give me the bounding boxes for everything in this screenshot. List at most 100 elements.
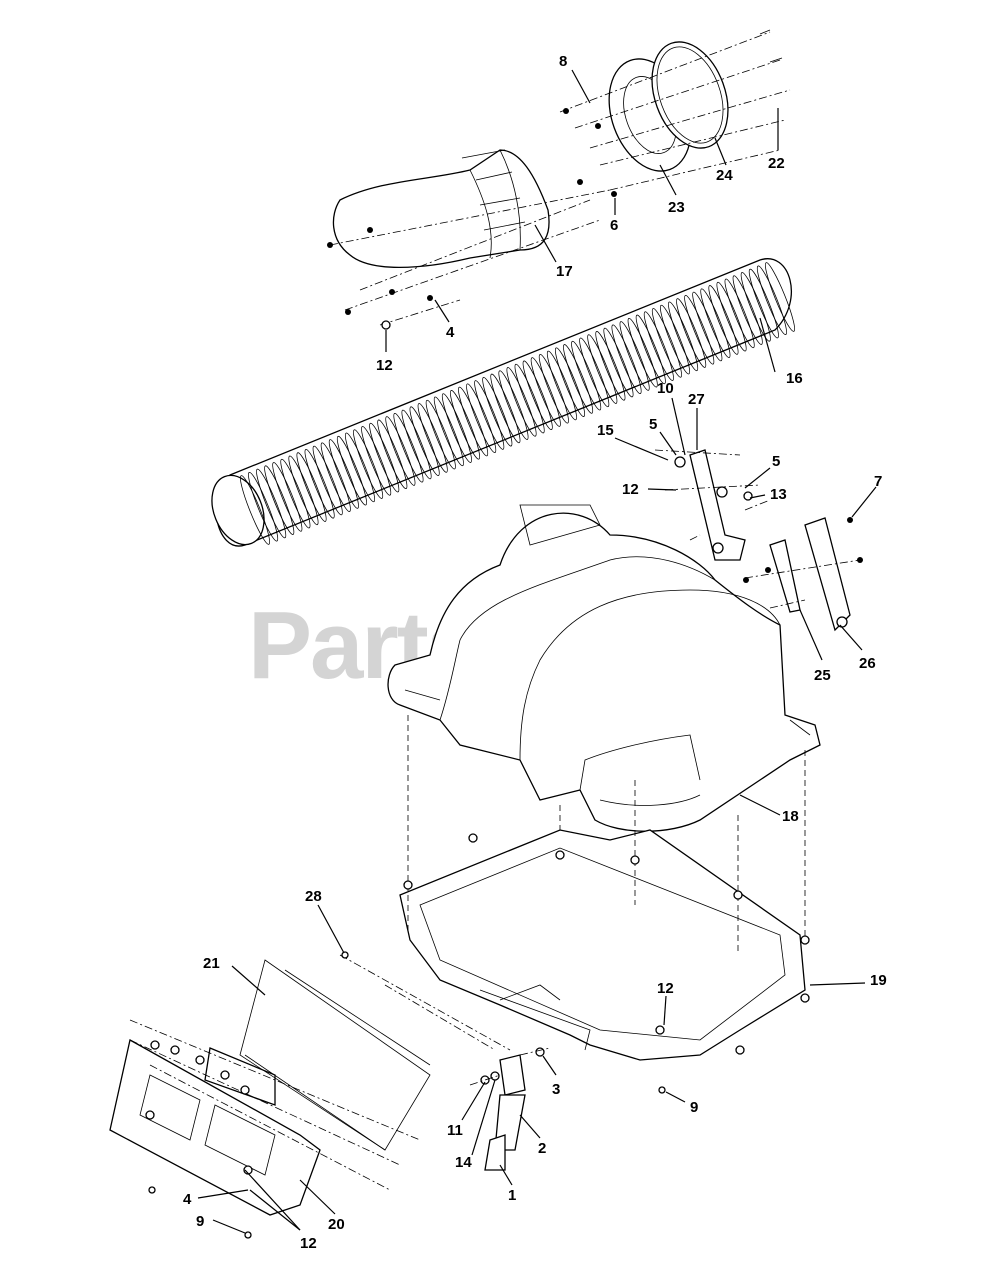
callout-15: 15 xyxy=(597,422,614,439)
callout-25: 25 xyxy=(814,667,831,684)
hose-rib xyxy=(748,268,779,339)
callout-6: 6 xyxy=(610,217,618,234)
hose-rib xyxy=(385,416,416,486)
callout-14: 14 xyxy=(455,1154,472,1171)
hose-rib xyxy=(304,449,335,519)
hose-rib xyxy=(320,442,351,512)
hose-rib xyxy=(659,304,691,375)
hose-rib xyxy=(377,419,408,490)
hose-rib xyxy=(595,331,626,401)
hose-rib xyxy=(344,432,376,503)
callout-26: 26 xyxy=(859,655,876,672)
callout-12-frame: 12 xyxy=(657,980,674,997)
hose-rib xyxy=(409,406,440,476)
callout-1: 1 xyxy=(508,1187,516,1204)
hose-rib xyxy=(684,295,715,365)
hose-rib xyxy=(361,426,392,496)
hose-rib xyxy=(530,357,561,427)
callout-10: 10 xyxy=(657,380,674,397)
callout-28: 28 xyxy=(305,888,322,905)
hose-rib xyxy=(700,288,731,358)
hose-rib xyxy=(764,262,796,332)
hose-rib xyxy=(264,465,295,535)
hose-rib xyxy=(538,353,569,424)
hose-rib xyxy=(668,301,699,372)
hose-rib xyxy=(433,396,464,467)
callout-16: 16 xyxy=(786,370,803,387)
hose-rib xyxy=(676,298,707,368)
callout-12-bottom: 12 xyxy=(300,1235,317,1252)
leader-lines xyxy=(197,69,877,1234)
hose-rib xyxy=(280,458,311,529)
base-frame xyxy=(399,715,810,1094)
callout-20: 20 xyxy=(328,1216,345,1233)
hose-rib xyxy=(692,291,723,362)
callout-3: 3 xyxy=(552,1081,560,1098)
hose-rib xyxy=(458,386,489,457)
callout-9-left: 9 xyxy=(196,1213,204,1230)
housing xyxy=(387,504,821,832)
callout-12-top: 12 xyxy=(376,357,393,374)
hose-rib xyxy=(603,327,634,398)
hose-rib xyxy=(272,462,303,532)
callout-17: 17 xyxy=(556,263,573,280)
hose-rib xyxy=(417,403,448,473)
callout-24: 24 xyxy=(716,167,733,184)
hose-rib xyxy=(627,317,658,388)
hose-rib xyxy=(288,455,319,526)
callout-8: 8 xyxy=(559,53,567,70)
hose-rib xyxy=(482,376,513,447)
front-plate-assembly xyxy=(109,951,511,1239)
callout-22: 22 xyxy=(768,155,785,172)
callout-13: 13 xyxy=(770,486,787,503)
hose-rib xyxy=(635,314,666,385)
hose-rib xyxy=(425,399,456,470)
callout-4-top: 4 xyxy=(446,324,455,341)
hose-rib xyxy=(619,321,650,391)
hose-rib xyxy=(466,383,497,454)
callout-5-right: 5 xyxy=(772,453,780,470)
hose-rib xyxy=(571,340,602,411)
callout-19: 19 xyxy=(870,972,887,989)
callout-27: 27 xyxy=(688,391,705,408)
hose-rib xyxy=(724,278,755,349)
hose-rib xyxy=(514,363,545,434)
hose-rib xyxy=(312,445,343,516)
latch-assembly xyxy=(469,1047,551,1171)
hose-rib xyxy=(587,334,618,404)
hose-rib xyxy=(756,265,787,336)
callout-7: 7 xyxy=(874,473,882,490)
bracket-group xyxy=(654,449,863,632)
callout-18: 18 xyxy=(782,808,799,825)
callout-23: 23 xyxy=(668,199,685,216)
callout-4-bottom: 4 xyxy=(183,1191,192,1208)
hose-rib xyxy=(651,308,682,378)
hose-rib xyxy=(554,347,586,417)
callout-11: 11 xyxy=(447,1122,463,1139)
callout-12-bracket: 12 xyxy=(622,481,639,498)
hose-adapter-assembly xyxy=(327,29,791,330)
hose xyxy=(211,258,796,547)
hose-rib xyxy=(296,452,327,522)
hose-rib xyxy=(498,370,529,440)
hose-rib xyxy=(353,429,384,499)
callout-21: 21 xyxy=(203,955,220,972)
hose-rib xyxy=(732,275,763,345)
hose-rib xyxy=(716,281,747,352)
callout-5-left: 5 xyxy=(649,416,657,433)
hose-rib xyxy=(563,344,594,414)
hose-rib xyxy=(708,285,739,355)
hose-rib xyxy=(546,350,577,421)
hose-rib xyxy=(611,324,642,395)
hose-rib xyxy=(441,393,472,463)
hose-rib xyxy=(328,439,359,509)
hose-rib xyxy=(474,380,505,450)
callouts: 8 22 24 23 6 17 4 12 16 10 27 15 5 5 12 … xyxy=(183,53,887,1252)
hose-rib xyxy=(336,435,367,506)
hose-rib xyxy=(579,337,610,408)
hose-rib xyxy=(522,360,553,431)
hose-rib xyxy=(740,272,771,342)
hose-rib xyxy=(449,390,481,460)
hose-rib xyxy=(506,367,537,437)
